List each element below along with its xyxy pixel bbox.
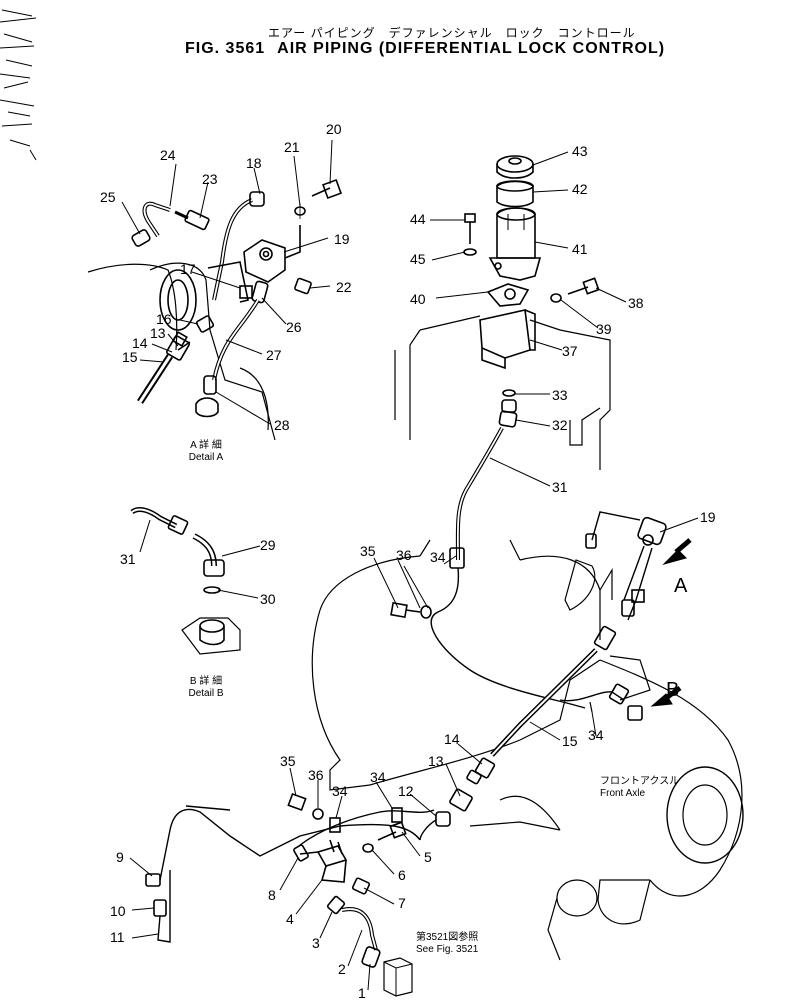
callout-39: 39 [596, 321, 612, 337]
callout-10: 10 [110, 903, 126, 919]
callout-35-lower: 35 [280, 753, 296, 769]
callout-16: 16 [156, 311, 172, 327]
callout-33: 33 [552, 387, 568, 403]
callout-5: 5 [424, 849, 432, 865]
callout-27: 27 [266, 347, 282, 363]
callout-19-right: 19 [700, 509, 716, 525]
callout-40: 40 [410, 291, 426, 307]
callout-32: 32 [552, 417, 568, 433]
callout-19-top: 19 [334, 231, 350, 247]
callout-11: 11 [110, 929, 125, 945]
callout-36-lower: 36 [308, 767, 324, 783]
detail-a-drawing [87, 179, 342, 441]
callout-14-lower: 14 [444, 731, 460, 747]
callout-43: 43 [572, 143, 588, 159]
front-axle-label: フロントアクスル Front Axle [600, 776, 679, 800]
callout-13-lower: 13 [428, 753, 444, 769]
view-b-letter: B [666, 679, 679, 701]
callout-14-top: 14 [132, 335, 148, 351]
front-axle-jp: フロントアクスル [600, 776, 680, 787]
callout-31-right: 31 [552, 479, 568, 495]
callout-28: 28 [274, 417, 290, 433]
callout-20: 20 [326, 121, 342, 137]
callout-34-b: 34 [588, 727, 604, 743]
see-fig-jp: 第3521図参照 [416, 932, 479, 943]
detail-a-caption: A 詳 細 Detail A [176, 440, 236, 464]
callout-17: 17 [180, 261, 196, 277]
leader-lines [121, 139, 699, 991]
callout-36-upper: 36 [396, 547, 412, 563]
callout-15-top: 15 [122, 349, 138, 365]
view-a-letter: A [674, 575, 688, 597]
callout-12: 12 [398, 783, 414, 799]
callout-34-upper: 34 [430, 549, 446, 565]
callout-2: 2 [338, 961, 346, 977]
front-axle-drawing [311, 539, 744, 961]
callout-41: 41 [572, 241, 588, 257]
callout-15-lower: 15 [562, 733, 578, 749]
detail-b-en: Detail B [188, 688, 224, 699]
callout-25: 25 [100, 189, 116, 205]
callout-9: 9 [116, 849, 124, 865]
detail-a-jp: A 詳 細 [190, 440, 222, 451]
view-arrows [650, 538, 692, 707]
see-fig-reference: 第3521図参照 See Fig. 3521 [416, 932, 478, 956]
figure-title-english: AIR PIPING (DIFFERENTIAL LOCK CONTROL) [277, 40, 666, 57]
detail-b-caption: B 詳 細 Detail B [176, 676, 236, 700]
callout-4: 4 [286, 911, 294, 927]
valve-assembly-drawing [394, 155, 611, 561]
callout-numbers: 20 21 18 24 23 25 19 17 22 16 26 13 14 1… [100, 121, 716, 1001]
front-axle-en: Front Axle [600, 788, 646, 799]
callout-22: 22 [336, 279, 352, 295]
callout-37: 37 [562, 343, 578, 359]
detail-a-en: Detail A [188, 452, 224, 463]
callout-42: 42 [572, 181, 588, 197]
main-piping-drawing [145, 511, 667, 997]
callout-29: 29 [260, 537, 276, 553]
title-japanese: エアー パイピング デファレンシャル ロック コントロール [268, 26, 636, 40]
callout-35-upper: 35 [360, 543, 376, 559]
callout-13-top: 13 [150, 325, 166, 341]
callout-31-detail-b: 31 [120, 551, 136, 567]
callout-6: 6 [398, 867, 406, 883]
callout-8: 8 [268, 887, 276, 903]
detail-b-jp: B 詳 細 [189, 676, 223, 687]
callout-21: 21 [284, 139, 300, 155]
callout-23: 23 [202, 171, 218, 187]
callout-38: 38 [628, 295, 644, 311]
scan-noise [0, 9, 37, 161]
callout-7: 7 [398, 895, 406, 911]
figure-number: FIG. 3561 [185, 40, 266, 57]
callout-26: 26 [286, 319, 302, 335]
view-letters: A B [666, 575, 688, 701]
callout-3: 3 [312, 935, 320, 951]
callout-18: 18 [246, 155, 262, 171]
detail-b-drawing [130, 507, 241, 655]
callout-44: 44 [410, 211, 426, 227]
callout-1: 1 [358, 985, 366, 1001]
callout-34-lower-right: 34 [370, 769, 386, 785]
callout-45: 45 [410, 251, 426, 267]
callout-30: 30 [260, 591, 276, 607]
callout-34-lower-left: 34 [332, 783, 348, 799]
figure-title: FIG. 3561 AIR PIPING (DIFFERENTIAL LOCK C… [185, 40, 677, 58]
callout-24: 24 [160, 147, 176, 163]
see-fig-en: See Fig. 3521 [416, 944, 479, 955]
